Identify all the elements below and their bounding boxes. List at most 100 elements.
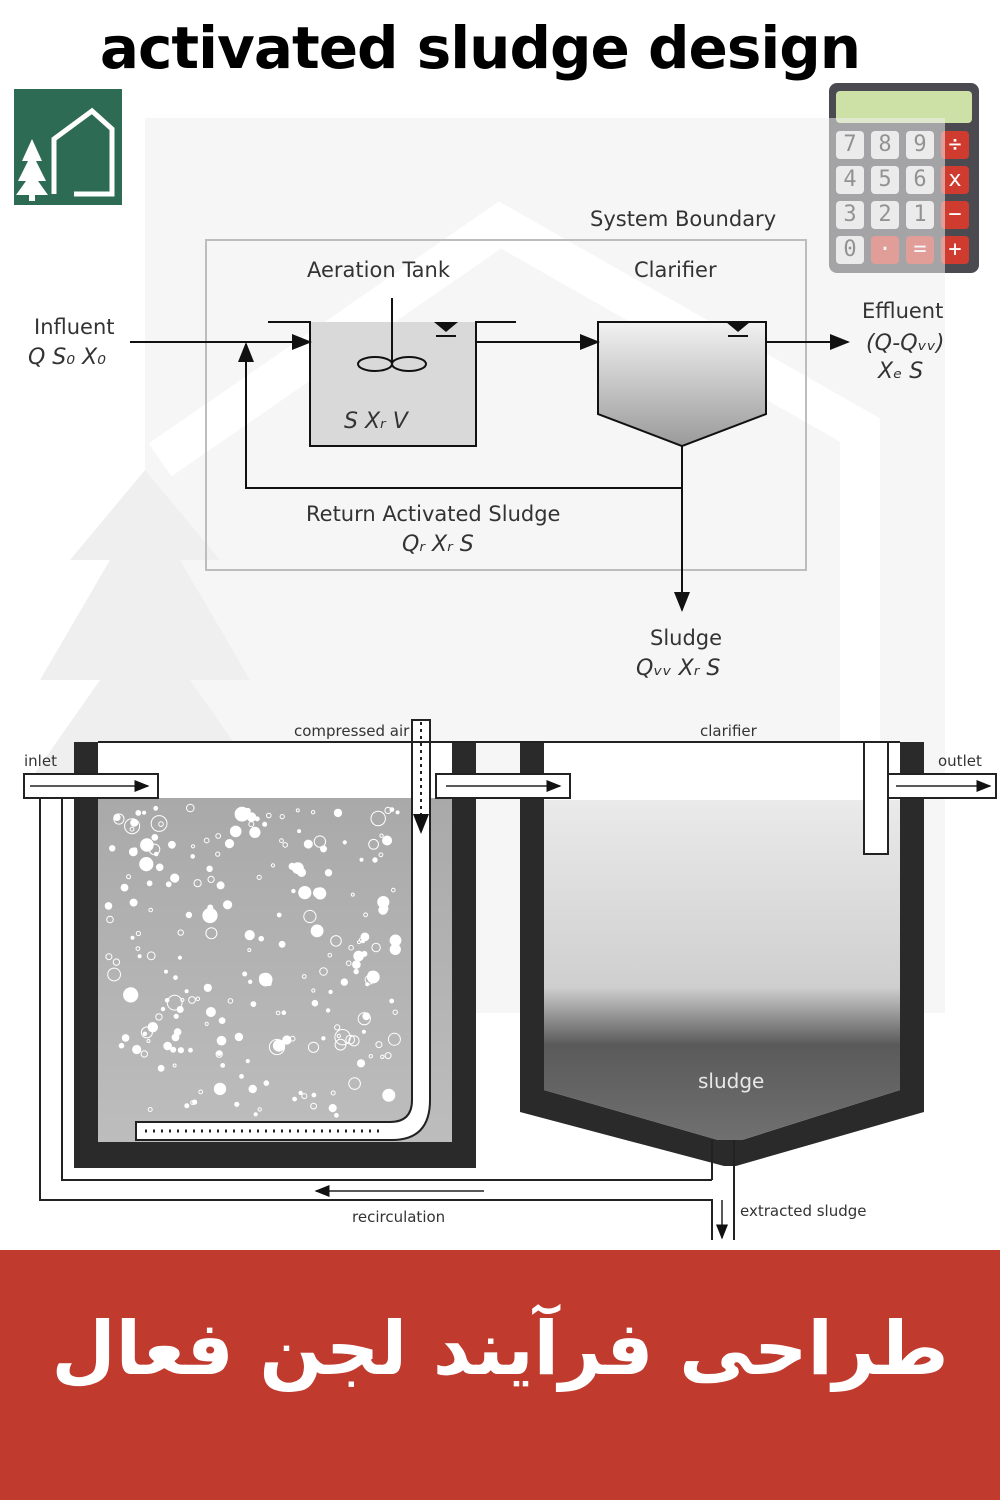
- air-bubble: [170, 1046, 177, 1053]
- air-bubble: [353, 968, 359, 975]
- system-boundary-label: System Boundary: [590, 207, 776, 231]
- air-bubble: [310, 924, 324, 938]
- air-bubble: [275, 1010, 281, 1016]
- clarifier-basin-liquid: [544, 800, 900, 1140]
- air-bubble: [389, 998, 395, 1004]
- air-bubble: [148, 843, 161, 856]
- air-bubble: [249, 826, 261, 839]
- air-bubble: [334, 1024, 341, 1031]
- air-bubble: [328, 1104, 337, 1113]
- air-bubble: [193, 879, 202, 888]
- air-bubble: [282, 842, 289, 848]
- air-bubble: [203, 837, 210, 844]
- system-boundary-box: [205, 239, 807, 571]
- air-bubble: [133, 847, 138, 852]
- air-bubble: [107, 967, 121, 982]
- return-sludge-label: Return Activated Sludge: [306, 502, 560, 526]
- air-bubble: [330, 1090, 336, 1096]
- air-bubble: [359, 857, 364, 862]
- air-bubble: [382, 1088, 396, 1102]
- air-bubble: [198, 1089, 204, 1095]
- air-bubble: [325, 1008, 331, 1013]
- air-bubble: [163, 1041, 172, 1051]
- air-bubble: [150, 815, 168, 832]
- air-bubble: [206, 865, 213, 872]
- air-bubble: [310, 1102, 318, 1110]
- air-bubble: [244, 930, 255, 941]
- air-bubble: [244, 807, 251, 814]
- air-bubble: [234, 1032, 244, 1042]
- air-bubble: [146, 951, 156, 961]
- calculator-key: x: [941, 166, 969, 194]
- air-bubble: [170, 873, 180, 883]
- outlet-label: outlet: [938, 752, 982, 770]
- air-bubble: [166, 994, 183, 1011]
- air-bubble: [142, 1031, 148, 1037]
- air-bubble: [262, 821, 268, 827]
- air-bubble: [213, 1082, 227, 1096]
- tank-variables: S Xᵣ V: [344, 409, 410, 434]
- air-bubble: [137, 954, 142, 959]
- air-bubble: [247, 948, 252, 953]
- air-bubble: [307, 1041, 320, 1053]
- air-bubble: [105, 953, 113, 961]
- air-bubble: [164, 969, 168, 974]
- air-bubble: [106, 915, 114, 924]
- air-bubble: [109, 845, 116, 852]
- air-bubble: [113, 813, 125, 825]
- air-bubble: [205, 927, 218, 940]
- air-bubble: [140, 838, 154, 852]
- influent-variables: Q S₀ X₀: [28, 345, 106, 370]
- air-bubble: [375, 1041, 383, 1049]
- air-bubble: [253, 1112, 258, 1117]
- air-bubble: [357, 940, 361, 945]
- air-bubble: [258, 972, 273, 987]
- air-bubble: [142, 810, 147, 815]
- air-bubble: [378, 905, 388, 915]
- air-bubble: [242, 971, 248, 977]
- air-bubble: [348, 944, 354, 951]
- air-bubble: [185, 911, 193, 919]
- air-bubble: [130, 935, 135, 940]
- air-bubble: [184, 989, 189, 994]
- air-bubble: [132, 1044, 142, 1055]
- air-bubble: [250, 1001, 257, 1007]
- air-bubble: [177, 955, 182, 960]
- air-bubble: [190, 1100, 196, 1106]
- calculator-key: +: [941, 236, 969, 264]
- air-bubble: [340, 978, 348, 986]
- outlet-weir: [863, 741, 889, 855]
- air-bubble: [173, 975, 178, 980]
- return-sludge-arrow: [238, 342, 682, 489]
- air-bubble: [158, 821, 164, 827]
- air-bubble: [357, 1012, 371, 1026]
- air-bubble: [215, 833, 222, 839]
- air-bubble: [358, 937, 364, 942]
- water-level-icon: [434, 322, 458, 337]
- air-bubble: [395, 810, 400, 815]
- mixer-blade-right: [391, 356, 427, 372]
- air-bubble: [276, 912, 282, 918]
- air-bubble: [239, 1074, 244, 1079]
- air-bubble: [310, 810, 316, 815]
- air-bubble: [168, 840, 176, 849]
- air-bubble: [342, 840, 347, 845]
- recirculation-pipe-outer: [39, 798, 713, 1240]
- air-bubble: [297, 829, 302, 834]
- air-bubble: [220, 1063, 226, 1068]
- air-bubble: [118, 1042, 125, 1049]
- air-bubble: [234, 1101, 240, 1107]
- air-bubble: [295, 808, 300, 813]
- inlet-label: inlet: [24, 752, 57, 770]
- air-bubble: [387, 1032, 401, 1046]
- air-bubble: [298, 1090, 303, 1096]
- aeration-tank-label: Aeration Tank: [307, 258, 451, 282]
- air-bubble: [140, 1050, 149, 1058]
- air-bubble: [160, 1006, 166, 1012]
- air-bubble: [146, 880, 153, 887]
- air-bubble: [112, 958, 121, 966]
- air-bubble: [216, 1035, 227, 1046]
- process-schematic: System Boundary Aeration Tank Clarifier …: [28, 207, 945, 681]
- sludge-variables: Qᵥᵥ Xᵣ S: [636, 656, 720, 681]
- air-bubble: [227, 998, 234, 1004]
